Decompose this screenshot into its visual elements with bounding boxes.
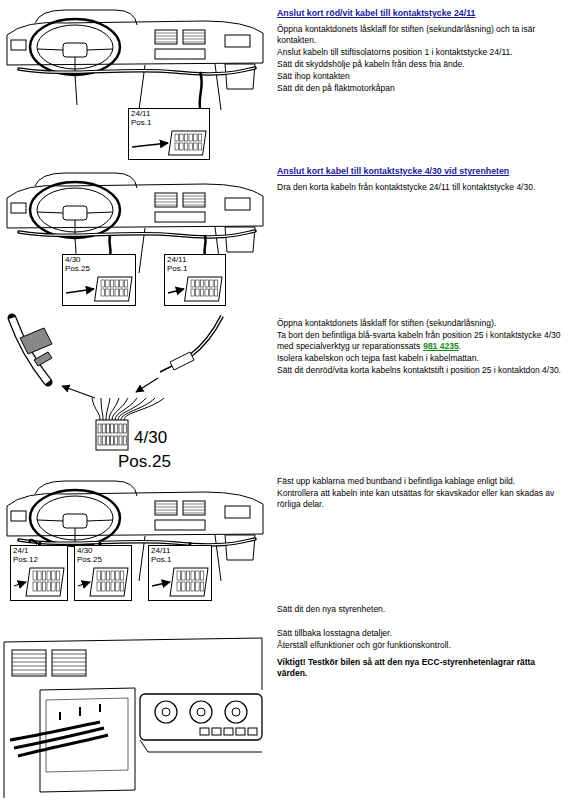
connector-label: 24/11 — [129, 109, 209, 118]
connector-label: Pos.1 — [165, 264, 225, 273]
instruction-step: Öppna kontaktdonets låsklaff för stiften… — [277, 318, 496, 328]
connector-label: 4/30 — [63, 255, 135, 264]
connector-label: Pos.12 — [11, 555, 67, 564]
instruction-step: Öppna kontaktdonets låsklaff för stiften… — [277, 24, 535, 45]
dashboard-drawing — [7, 10, 263, 110]
instruction-step: Sätt dit den på fläktmotorkåpan — [277, 83, 395, 93]
connector-label: 24/11 — [165, 255, 225, 264]
instruction-text: Anslut kort röd/vit kabel till kontaktst… — [277, 8, 562, 95]
instruction-step: Sätt ihop kontakten — [277, 71, 350, 81]
connector-callout: Pos.25 — [118, 452, 171, 471]
connector-callout: 4/30 — [134, 428, 167, 447]
connector-inset: 4/30Pos.25 — [74, 545, 132, 601]
console-drawing — [4, 638, 262, 798]
section-heading: Anslut kort kabel till kontaktstycke 4/3… — [277, 166, 509, 176]
instruction-step: Kontrollera att kabeln inte kan utsättas… — [277, 488, 554, 509]
instruction-text: Anslut kort kabel till kontaktstycke 4/3… — [277, 166, 562, 194]
instruction-step: . — [459, 341, 461, 351]
instruction-step: Ta bort den befintliga blå-svarta kabeln… — [277, 330, 561, 351]
instruction-text: Öppna kontaktdonets låsklaff för stiften… — [277, 318, 562, 377]
instruction-step: Återställ elfunktioner och gör funktions… — [277, 640, 451, 650]
cable-drop — [30, 72, 206, 545]
connector-label: Pos.25 — [63, 264, 135, 273]
connector-label: 4/30 — [75, 546, 131, 555]
instruction-step: Fäst upp kablarna med buntband i befintl… — [277, 476, 515, 486]
section-heading: Anslut kort röd/vit kabel till kontaktst… — [277, 8, 476, 18]
part-number-link: 981 4235 — [423, 341, 458, 351]
instruction-step: Sätt tillbaka losstagna detaljer. — [277, 628, 392, 638]
instruction-text: Sätt tillbaka losstagna detaljer. Återstä… — [277, 628, 562, 680]
connector-label: 24/1 — [11, 546, 67, 555]
connector-inset: 24/11Pos.1 — [148, 545, 212, 601]
instruction-step: Sätt dit denröd/vita korta kabelns konta… — [277, 365, 561, 375]
connector-inset: 24/1Pos.12 — [10, 545, 68, 601]
instruction-step: Viktigt! Testkör bilen så att den nya EC… — [277, 657, 535, 678]
instruction-text: Sätt dit den nya styrenheten. — [277, 604, 562, 616]
connector-inset: 24/11Pos.1 — [164, 254, 226, 306]
connector-inset: 4/30Pos.25 — [62, 254, 136, 306]
connector-label: Pos.1 — [149, 555, 211, 564]
connector-label: Pos.25 — [75, 555, 131, 564]
connector-inset: 24/11Pos.1 — [128, 108, 210, 160]
instruction-step: Isolera kabelskon och tejpa fast kabeln … — [277, 353, 479, 363]
instruction-step: Dra den korta kabeln från kontaktstycke … — [277, 182, 535, 192]
connector-label: Pos.1 — [129, 118, 209, 127]
instruction-step: Sätt dit skyddshölje på kabeln från dess… — [277, 59, 465, 69]
instruction-step: Anslut kabeln till stiftisolatorns posit… — [277, 47, 513, 57]
instruction-text: Fäst upp kablarna med buntband i befintl… — [277, 476, 562, 511]
instruction-step: Sätt dit den nya styrenheten. — [277, 604, 385, 614]
connector-label: 24/11 — [149, 546, 211, 555]
cable-tape-drawing — [12, 316, 222, 450]
